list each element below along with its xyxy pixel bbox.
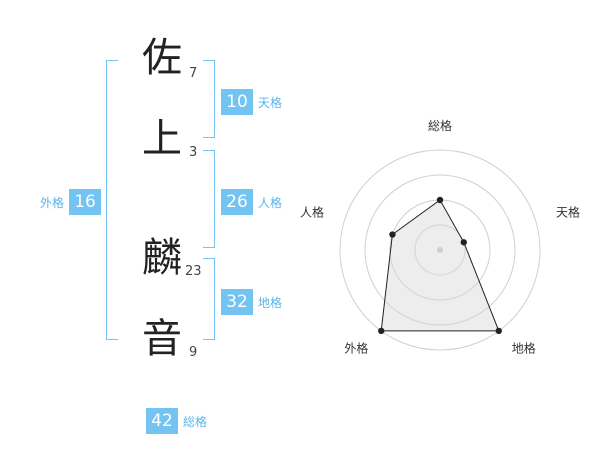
chikaku-label: 地格 bbox=[258, 295, 283, 310]
chikaku-bracket bbox=[203, 258, 215, 340]
soukaku-label: 総格 bbox=[183, 414, 208, 429]
name-char-1: 佐 bbox=[142, 35, 182, 81]
jinkaku-value: 26 bbox=[221, 189, 253, 215]
tenkaku-badge: 10 天格 bbox=[221, 89, 282, 115]
tenkaku-value: 10 bbox=[221, 89, 253, 115]
radar-axis-label-3: 外格 bbox=[344, 341, 368, 356]
soukaku-value: 42 bbox=[146, 408, 178, 434]
radar-ring-3 bbox=[364, 174, 516, 326]
tenkaku-bracket bbox=[203, 60, 215, 138]
name-char-2: 上 bbox=[142, 116, 182, 162]
soukaku-badge: 42 総格 bbox=[146, 408, 207, 434]
stroke-count-4: 9 bbox=[189, 345, 198, 360]
name-char-3: 麟 bbox=[142, 235, 182, 281]
radar-polygon-group bbox=[380, 199, 500, 332]
radar-axis-label-1: 天格 bbox=[556, 204, 580, 219]
radar-center bbox=[437, 247, 443, 253]
radar-ring-4 bbox=[339, 149, 541, 351]
gaikaku-bracket bbox=[106, 60, 118, 340]
gaikaku-value: 16 bbox=[69, 189, 102, 215]
stroke-count-3: 23 bbox=[185, 264, 202, 279]
radar-axis-label-4: 人格 bbox=[300, 204, 324, 219]
radar-polygon bbox=[380, 199, 500, 332]
chikaku-value: 32 bbox=[221, 289, 253, 315]
chikaku-badge: 32 地格 bbox=[221, 289, 282, 315]
radar-axis-label-2: 地格 bbox=[512, 341, 536, 356]
tenkaku-label: 天格 bbox=[258, 95, 283, 110]
jinkaku-label: 人格 bbox=[258, 195, 283, 210]
name-char-4: 音 bbox=[142, 316, 182, 362]
radar-point-0 bbox=[436, 196, 444, 204]
radar-point-4 bbox=[389, 231, 396, 238]
radar-point-3 bbox=[378, 327, 385, 335]
radar-ring-1 bbox=[414, 224, 466, 276]
radar-point-1 bbox=[460, 239, 467, 246]
stroke-count-2: 3 bbox=[189, 145, 198, 160]
radar-points bbox=[378, 196, 502, 335]
jinkaku-bracket bbox=[203, 150, 215, 248]
radar-point-2 bbox=[495, 327, 502, 335]
stroke-count-1: 7 bbox=[189, 66, 198, 81]
gaikaku-label: 外格 bbox=[40, 195, 65, 210]
gaikaku-badge: 16 外格 bbox=[40, 189, 102, 215]
radar-axis-label-0: 総格 bbox=[428, 118, 452, 133]
jinkaku-badge: 26 人格 bbox=[221, 189, 282, 215]
